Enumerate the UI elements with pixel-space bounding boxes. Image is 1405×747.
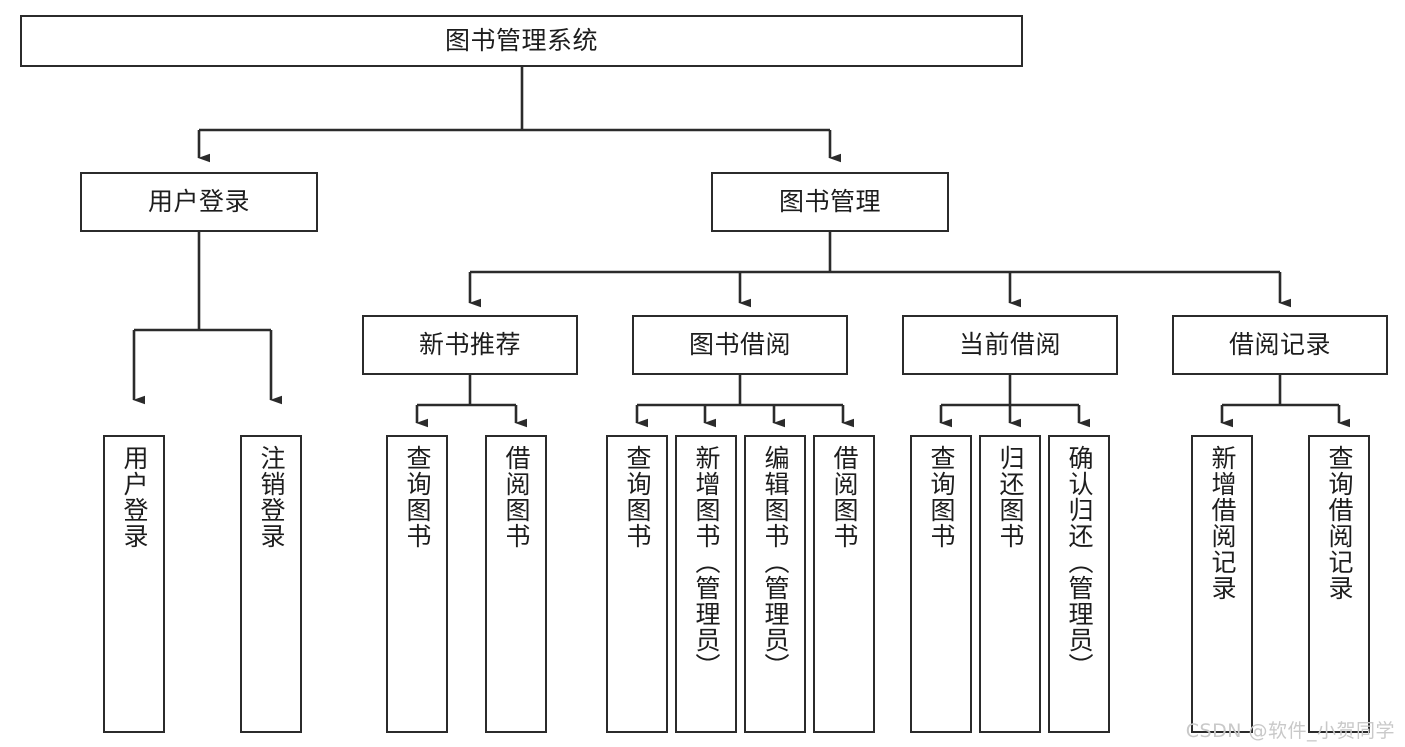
node-leaf-return-book-label: 归还图书	[996, 445, 1025, 549]
node-leaf-borrow-book-1[interactable]: 借阅图书	[485, 435, 547, 733]
node-book-management[interactable]: 图书管理	[711, 172, 949, 232]
node-leaf-add-borrow-record-label: 新增借阅记录	[1208, 445, 1237, 601]
node-book-management-label: 图书管理	[778, 186, 881, 216]
node-leaf-user-login[interactable]: 用户登录	[103, 435, 165, 733]
node-user-login[interactable]: 用户登录	[80, 172, 318, 232]
node-new-book-recommend-label: 新书推荐	[418, 329, 521, 359]
node-borrow-record[interactable]: 借阅记录	[1172, 315, 1388, 375]
node-borrow-record-label: 借阅记录	[1228, 329, 1331, 359]
node-user-login-label: 用户登录	[147, 186, 250, 216]
node-leaf-query-book-2[interactable]: 查询图书	[606, 435, 668, 733]
node-leaf-borrow-book-1-label: 借阅图书	[502, 445, 531, 549]
node-leaf-query-book-1[interactable]: 查询图书	[386, 435, 448, 733]
node-new-book-recommend[interactable]: 新书推荐	[362, 315, 578, 375]
node-current-borrow[interactable]: 当前借阅	[902, 315, 1118, 375]
node-current-borrow-label: 当前借阅	[958, 329, 1061, 359]
node-root[interactable]: 图书管理系统	[20, 15, 1023, 67]
node-leaf-edit-book-admin[interactable]: 编辑图书（管理员）	[744, 435, 806, 733]
node-root-label: 图书管理系统	[444, 25, 598, 55]
node-leaf-borrow-book-2-label: 借阅图书	[830, 445, 859, 549]
node-leaf-add-borrow-record[interactable]: 新增借阅记录	[1191, 435, 1253, 733]
node-book-borrow[interactable]: 图书借阅	[632, 315, 848, 375]
node-leaf-query-book-1-label: 查询图书	[403, 445, 432, 549]
node-leaf-edit-book-admin-label: 编辑图书（管理员）	[761, 445, 790, 679]
node-leaf-confirm-return-admin-label: 确认归还（管理员）	[1065, 445, 1094, 679]
node-leaf-query-book-3-label: 查询图书	[927, 445, 956, 549]
node-book-borrow-label: 图书借阅	[688, 329, 791, 359]
node-leaf-borrow-book-2[interactable]: 借阅图书	[813, 435, 875, 733]
node-leaf-confirm-return-admin[interactable]: 确认归还（管理员）	[1048, 435, 1110, 733]
node-leaf-query-book-3[interactable]: 查询图书	[910, 435, 972, 733]
node-leaf-query-book-2-label: 查询图书	[623, 445, 652, 549]
node-leaf-user-login-label: 用户登录	[120, 445, 149, 549]
node-leaf-add-book-admin[interactable]: 新增图书（管理员）	[675, 435, 737, 733]
node-leaf-return-book[interactable]: 归还图书	[979, 435, 1041, 733]
watermark-text: CSDN @软件_小贺同学	[1185, 720, 1395, 742]
node-leaf-query-borrow-record-label: 查询借阅记录	[1325, 445, 1354, 601]
node-leaf-add-book-admin-label: 新增图书（管理员）	[692, 445, 721, 679]
node-leaf-logout-login[interactable]: 注销登录	[240, 435, 302, 733]
node-leaf-query-borrow-record[interactable]: 查询借阅记录	[1308, 435, 1370, 733]
node-leaf-logout-login-label: 注销登录	[257, 445, 286, 549]
